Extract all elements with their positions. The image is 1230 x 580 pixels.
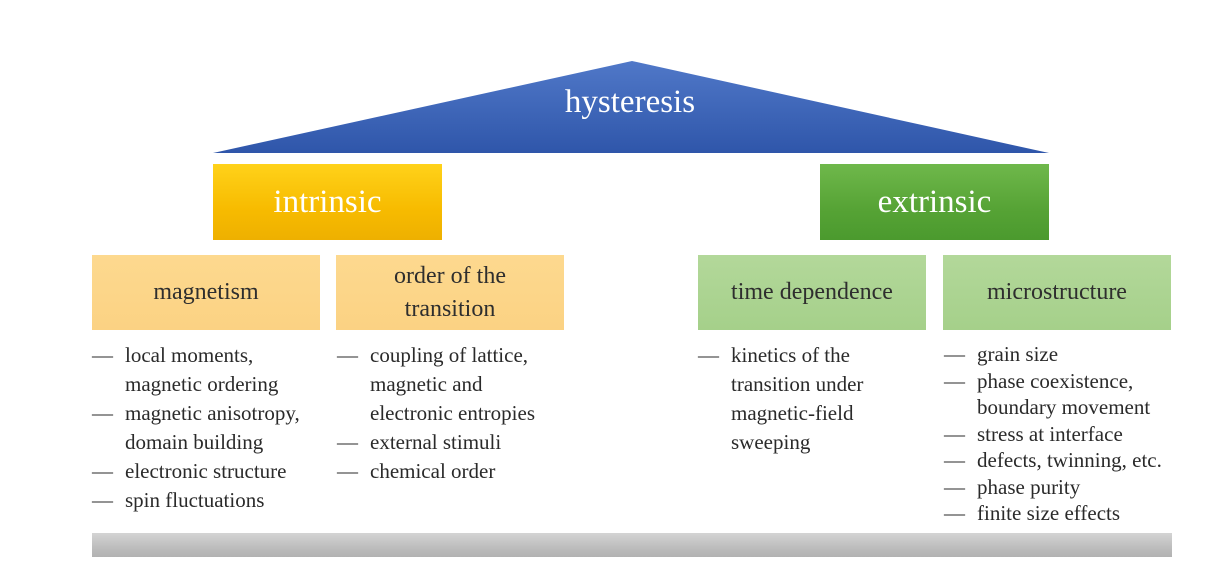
roof-title: hysteresis [564, 84, 696, 120]
bullet-dash: — [698, 343, 719, 367]
bullet-dash: — [944, 342, 965, 366]
list-item-text: kinetics of the transition under magneti… [731, 343, 864, 454]
bullet-dash: — [944, 368, 965, 393]
list-item-text: electronic structure [125, 459, 287, 483]
list-item: — defects, twinning, etc. [944, 447, 1204, 474]
intrinsic-box: intrinsic [213, 164, 442, 240]
order-of-transition-label: order of the transition [394, 262, 506, 322]
magnetism-box: magnetism [92, 255, 320, 330]
list-item: — magnetic anisotropy, domain building [92, 399, 332, 457]
list-item-text: local moments, magnetic ordering [125, 343, 279, 396]
list-item: — kinetics of the transition under magnet… [698, 341, 928, 457]
bullet-dash: — [944, 421, 965, 446]
list-item: — spin fluctuations [92, 486, 332, 515]
bullet-dash: — [337, 343, 358, 367]
list-item: — finite size effects [944, 500, 1204, 527]
list-item: — phase coexistence, boundary movement [944, 368, 1204, 421]
time-dependence-list: — kinetics of the transition under magnet… [698, 341, 928, 457]
list-item-text: finite size effects [977, 501, 1121, 525]
magnetism-list: — local moments, magnetic ordering — magne… [92, 341, 332, 515]
bullet-dash: — [92, 488, 113, 512]
bullet-dash: — [337, 459, 358, 483]
list-item: — coupling of lattice, magnetic and elect… [337, 341, 577, 428]
magnetism-label: magnetism [153, 279, 259, 305]
microstructure-label: microstructure [987, 279, 1127, 305]
list-item-text: phase coexistence, boundary movement [977, 368, 1151, 420]
list-item-text: external stimuli [370, 430, 502, 454]
extrinsic-label: extrinsic [877, 183, 992, 220]
list-item-text: spin fluctuations [125, 488, 265, 512]
bullet-dash: — [92, 343, 113, 367]
roof-triangle [213, 61, 1049, 153]
list-item: — chemical order [337, 457, 577, 486]
bullet-dash: — [944, 501, 965, 525]
bullet-dash: — [337, 430, 358, 454]
list-item: — electronic structure [92, 457, 332, 486]
bullet-dash: — [92, 459, 113, 483]
bullet-dash: — [944, 474, 965, 499]
list-item-text: coupling of lattice, magnetic and electr… [370, 343, 536, 425]
list-item: — external stimuli [337, 428, 577, 457]
extrinsic-box: extrinsic [820, 164, 1049, 240]
microstructure-box: microstructure [943, 255, 1171, 330]
list-item: — phase purity [944, 474, 1204, 501]
time-dependence-label: time dependence [731, 279, 893, 305]
list-item-text: phase purity [977, 474, 1081, 499]
time-dependence-box: time dependence [698, 255, 926, 330]
microstructure-list: — grain size — phase coexistence, boundary… [944, 341, 1204, 527]
list-item: — stress at interface [944, 421, 1204, 448]
list-item: — grain size [944, 341, 1204, 368]
bullet-dash: — [92, 401, 113, 425]
list-item-text: defects, twinning, etc. [977, 448, 1162, 472]
bullet-dash: — [944, 448, 965, 472]
order-of-transition-box: order of the transition [336, 255, 564, 330]
list-item-text: chemical order [370, 459, 496, 483]
list-item-text: grain size [977, 342, 1059, 366]
list-item-text: stress at interface [977, 421, 1123, 446]
intrinsic-label: intrinsic [273, 183, 382, 220]
order-of-transition-list: — coupling of lattice, magnetic and elect… [337, 341, 577, 486]
list-item-text: magnetic anisotropy, domain building [125, 401, 300, 454]
base-bar [92, 533, 1172, 557]
list-item: — local moments, magnetic ordering [92, 341, 332, 399]
